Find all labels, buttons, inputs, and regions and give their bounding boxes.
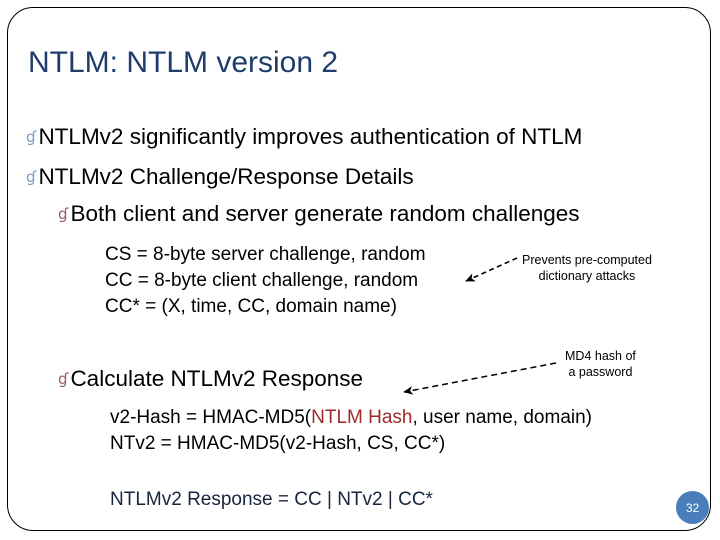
callout-md4: MD4 hash of a password bbox=[565, 348, 636, 380]
bullet-item-1: ɠNTLMv2 significantly improves authentic… bbox=[26, 123, 582, 153]
arrow-to-ntlm-hash bbox=[403, 362, 557, 395]
bullet-item-3-label: Both client and server generate random c… bbox=[70, 201, 580, 226]
formula-line-2: NTv2 = HMAC-MD5(v2-Hash, CS, CC*) bbox=[110, 433, 446, 454]
bullet-item-1-label: NTLMv2 significantly improves authentica… bbox=[38, 124, 583, 149]
callout-md4-line-1: MD4 hash of bbox=[565, 349, 636, 363]
bullet-item-2: ɠNTLMv2 Challenge/Response Details bbox=[26, 163, 414, 193]
detail-line-2: CC = 8-byte client challenge, random bbox=[105, 270, 419, 291]
page-number-badge: 32 bbox=[676, 491, 709, 524]
arrow-to-client-challenge bbox=[465, 257, 518, 282]
detail-line-1: CS = 8-byte server challenge, random bbox=[105, 244, 426, 265]
bullet-flourish-icon: ɠ bbox=[58, 205, 69, 223]
callout-prevents: Prevents pre-computed dictionary attacks bbox=[522, 252, 652, 284]
formula-1-highlight: NTLM Hash bbox=[311, 407, 413, 428]
slide-title: NTLM: NTLM version 2 bbox=[28, 46, 339, 79]
bullet-item-4: ɠCalculate NTLMv2 Response bbox=[58, 365, 363, 395]
detail-line-3: CC* = (X, time, CC, domain name) bbox=[105, 296, 397, 317]
callout-prevents-line-1: Prevents pre-computed bbox=[522, 253, 652, 267]
formula-1-prefix: v2-Hash = HMAC-MD5( bbox=[110, 407, 312, 428]
formula-1-suffix: , user name, domain) bbox=[412, 407, 593, 428]
bullet-item-3: ɠBoth client and server generate random … bbox=[58, 200, 580, 230]
bullet-flourish-icon: ɠ bbox=[58, 370, 69, 388]
bullet-item-2-label: NTLMv2 Challenge/Response Details bbox=[38, 164, 414, 189]
bullet-item-4-label: Calculate NTLMv2 Response bbox=[70, 366, 364, 391]
formula-line-1: v2-Hash = HMAC-MD5(NTLM Hash, user name,… bbox=[110, 405, 592, 430]
final-response-line: NTLMv2 Response = CC | NTv2 | CC* bbox=[110, 489, 433, 510]
bullet-flourish-icon: ɠ bbox=[26, 128, 37, 146]
callout-md4-line-2: a password bbox=[568, 365, 633, 379]
bullet-flourish-icon: ɠ bbox=[26, 168, 37, 186]
callout-prevents-line-2: dictionary attacks bbox=[538, 269, 636, 283]
